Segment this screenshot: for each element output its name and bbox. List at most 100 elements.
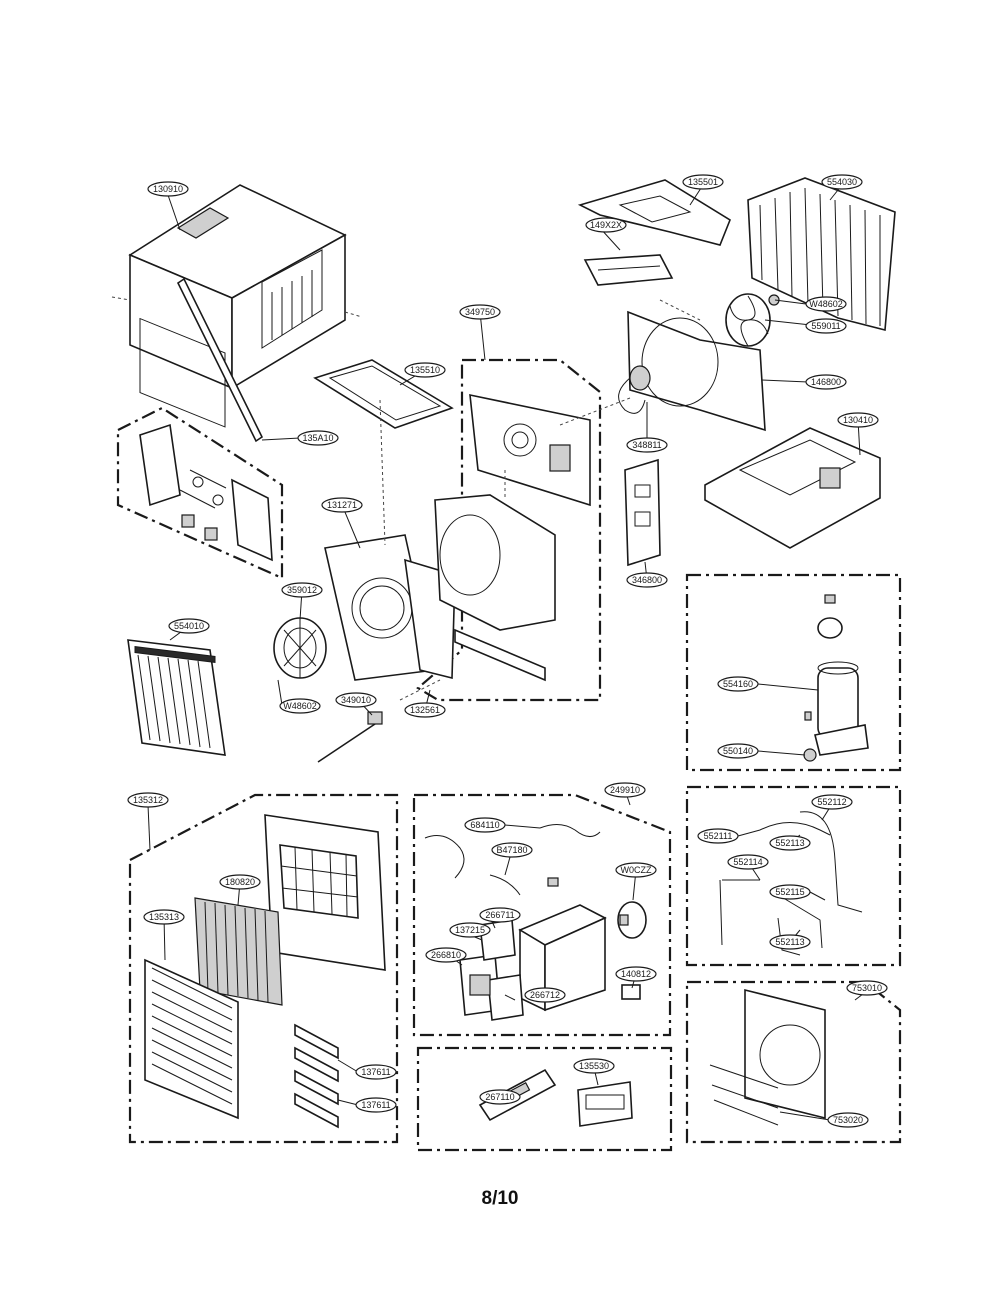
- callout: 559011: [805, 318, 847, 334]
- svg-text:753020: 753020: [833, 1115, 863, 1125]
- svg-text:140812: 140812: [621, 969, 651, 979]
- svg-text:137611: 137611: [361, 1100, 390, 1110]
- svg-text:552111: 552111: [704, 831, 733, 841]
- compressor-group-boundary: [685, 573, 902, 772]
- callout: 552114: [727, 854, 769, 870]
- callout: 266810: [425, 947, 467, 963]
- remote-holder-part: [577, 1081, 633, 1127]
- remote-group-boundary: [416, 1046, 673, 1152]
- bracket-cover-part: [583, 254, 674, 286]
- callout: 554030: [821, 174, 863, 190]
- callout: 149X2X: [585, 217, 627, 233]
- control-panel-group-boundary: [116, 406, 284, 580]
- callout: 135312: [127, 792, 169, 808]
- svg-text:135510: 135510: [410, 365, 440, 375]
- tubing-group-boundary: [685, 785, 902, 967]
- svg-text:249910: 249910: [610, 785, 640, 795]
- svg-text:132561: 132561: [410, 705, 440, 715]
- callout: 135313: [143, 909, 185, 925]
- base-pan-part: [704, 427, 881, 549]
- svg-text:131271: 131271: [327, 500, 357, 510]
- callout: 267110: [479, 1089, 521, 1105]
- callout: 135510: [404, 362, 446, 378]
- svg-text:552113: 552113: [775, 838, 804, 848]
- callout: 349750: [459, 304, 501, 320]
- control-box-case-part: [518, 904, 607, 1012]
- svg-text:266810: 266810: [431, 950, 461, 960]
- svg-text:348811: 348811: [632, 440, 661, 450]
- callout: 552113: [769, 835, 811, 851]
- control-bracket-part: [624, 458, 661, 567]
- svg-text:359012: 359012: [287, 585, 317, 595]
- bracket-group-boundary: [685, 980, 902, 1144]
- svg-text:550140: 550140: [723, 746, 753, 756]
- front-frame-part: [264, 814, 386, 971]
- callout: 266712: [524, 987, 566, 1003]
- compressor-part: [803, 594, 869, 762]
- cabinet-part: [111, 184, 363, 428]
- svg-text:W48602: W48602: [809, 299, 843, 309]
- svg-text:266711: 266711: [485, 910, 514, 920]
- svg-text:552115: 552115: [775, 887, 804, 897]
- svg-text:552114: 552114: [733, 857, 762, 867]
- callout: 249910: [604, 782, 646, 798]
- callout: 552113: [769, 934, 811, 950]
- svg-text:130410: 130410: [843, 415, 873, 425]
- callout: 359012: [281, 582, 323, 598]
- shroud-motor-part: [618, 310, 766, 432]
- callout: 552112: [811, 794, 853, 810]
- callout: 266711: [479, 907, 521, 923]
- svg-text:267110: 267110: [485, 1092, 514, 1102]
- svg-text:130910: 130910: [153, 184, 183, 194]
- svg-text:684110: 684110: [470, 820, 499, 830]
- callout: 135A10: [297, 430, 339, 446]
- svg-text:B47180: B47180: [496, 845, 527, 855]
- callout: 346800: [626, 572, 668, 588]
- svg-text:137215: 137215: [455, 925, 485, 935]
- svg-text:349750: 349750: [465, 307, 495, 317]
- callout: W48602: [805, 296, 847, 312]
- callout: 753010: [846, 980, 888, 996]
- callout: 140812: [615, 966, 657, 982]
- svg-text:146800: 146800: [811, 377, 841, 387]
- callout: 137611: [355, 1064, 397, 1080]
- callout: 684110: [464, 817, 506, 833]
- callout: W48602: [279, 698, 321, 714]
- callout: 135501: [682, 174, 724, 190]
- svg-text:135A10: 135A10: [302, 433, 333, 443]
- callout: 550140: [717, 743, 759, 759]
- svg-text:552112: 552112: [817, 797, 846, 807]
- callout: 132561: [404, 702, 446, 718]
- pcb-part: [459, 919, 524, 1021]
- svg-text:135530: 135530: [579, 1061, 609, 1071]
- callout: 554160: [717, 676, 759, 692]
- control-panel-part: [139, 423, 273, 562]
- condenser-fan-part: [725, 293, 780, 347]
- callout: B47180: [491, 842, 533, 858]
- callout: 130910: [147, 181, 189, 197]
- scroll-housing-part: [434, 494, 556, 682]
- thermistor-part: [317, 711, 383, 763]
- rail-strip-part: [176, 277, 264, 443]
- front-grille-part: [144, 958, 239, 1120]
- front-grille-group-boundary: [128, 793, 399, 1144]
- svg-text:753010: 753010: [852, 983, 882, 993]
- evaporator-coil-part: [127, 639, 226, 756]
- barrier-panel-part: [469, 393, 591, 507]
- filter-part: [194, 897, 283, 1006]
- svg-text:266712: 266712: [530, 990, 560, 1000]
- callout: 137611: [355, 1097, 397, 1113]
- svg-text:137611: 137611: [361, 1067, 390, 1077]
- svg-text:W48602: W48602: [283, 701, 317, 711]
- svg-text:559011: 559011: [811, 321, 840, 331]
- svg-text:349010: 349010: [341, 695, 371, 705]
- control-box-group-boundary: [412, 793, 672, 1037]
- svg-text:W0CZZ: W0CZZ: [621, 865, 652, 875]
- motor-bracket-part: [709, 988, 826, 1126]
- svg-text:149X2X: 149X2X: [590, 220, 622, 230]
- callout: 130410: [837, 412, 879, 428]
- callout: 753020: [827, 1112, 869, 1128]
- svg-text:554160: 554160: [723, 679, 753, 689]
- svg-text:135501: 135501: [688, 177, 718, 187]
- condenser-coil-part: [747, 177, 896, 332]
